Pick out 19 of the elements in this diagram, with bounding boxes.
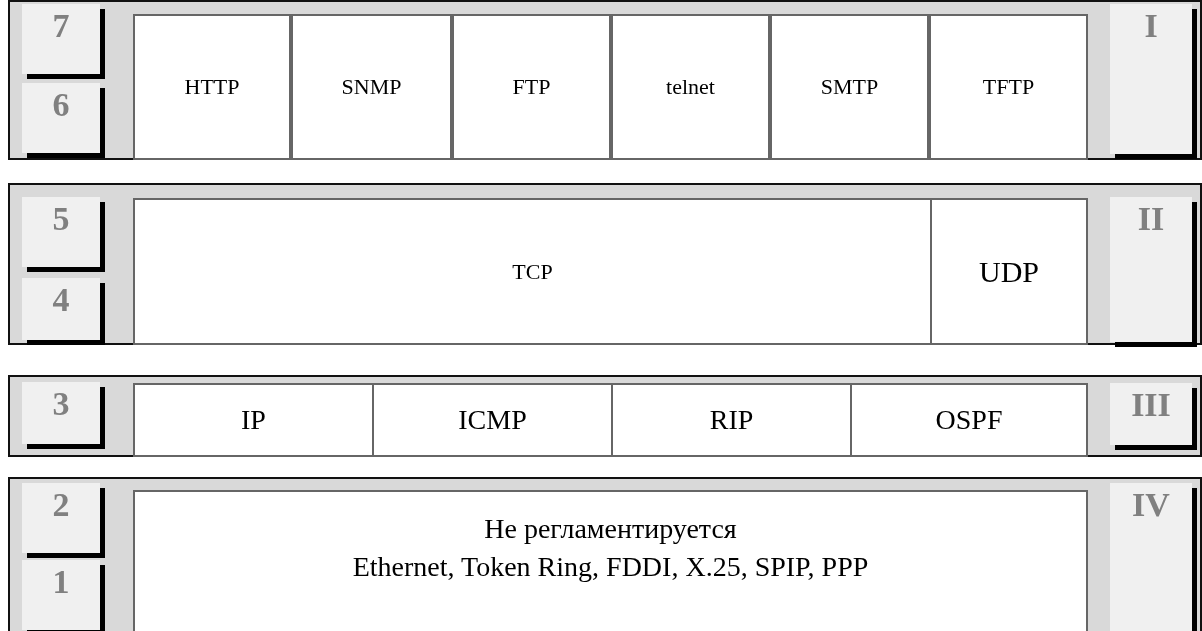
protocol-box: UDP	[930, 198, 1088, 345]
protocol-box: FTP	[452, 14, 611, 160]
protocol-box	[133, 490, 1088, 631]
protocol-box: telnet	[611, 14, 770, 160]
protocol-box: IP	[133, 383, 374, 457]
layer-band	[8, 183, 1202, 345]
protocol-box: SNMP	[291, 14, 452, 160]
protocol-box: OSPF	[850, 383, 1088, 457]
protocol-box: SMTP	[770, 14, 929, 160]
layer-band	[8, 375, 1202, 457]
layer-band	[8, 477, 1202, 631]
layer-band	[8, 0, 1202, 160]
heading-text: Не регламентируется	[484, 512, 737, 546]
protocol-box: RIP	[611, 383, 852, 457]
protocol-box: ICMP	[372, 383, 613, 457]
protocol-list: Ethernet, Token Ring, FDDI, X.25, SPIP, PPP	[352, 547, 869, 586]
protocol-box: TCP	[133, 198, 932, 345]
protocol-box: TFTP	[929, 14, 1088, 160]
protocol-box: HTTP	[133, 14, 291, 160]
